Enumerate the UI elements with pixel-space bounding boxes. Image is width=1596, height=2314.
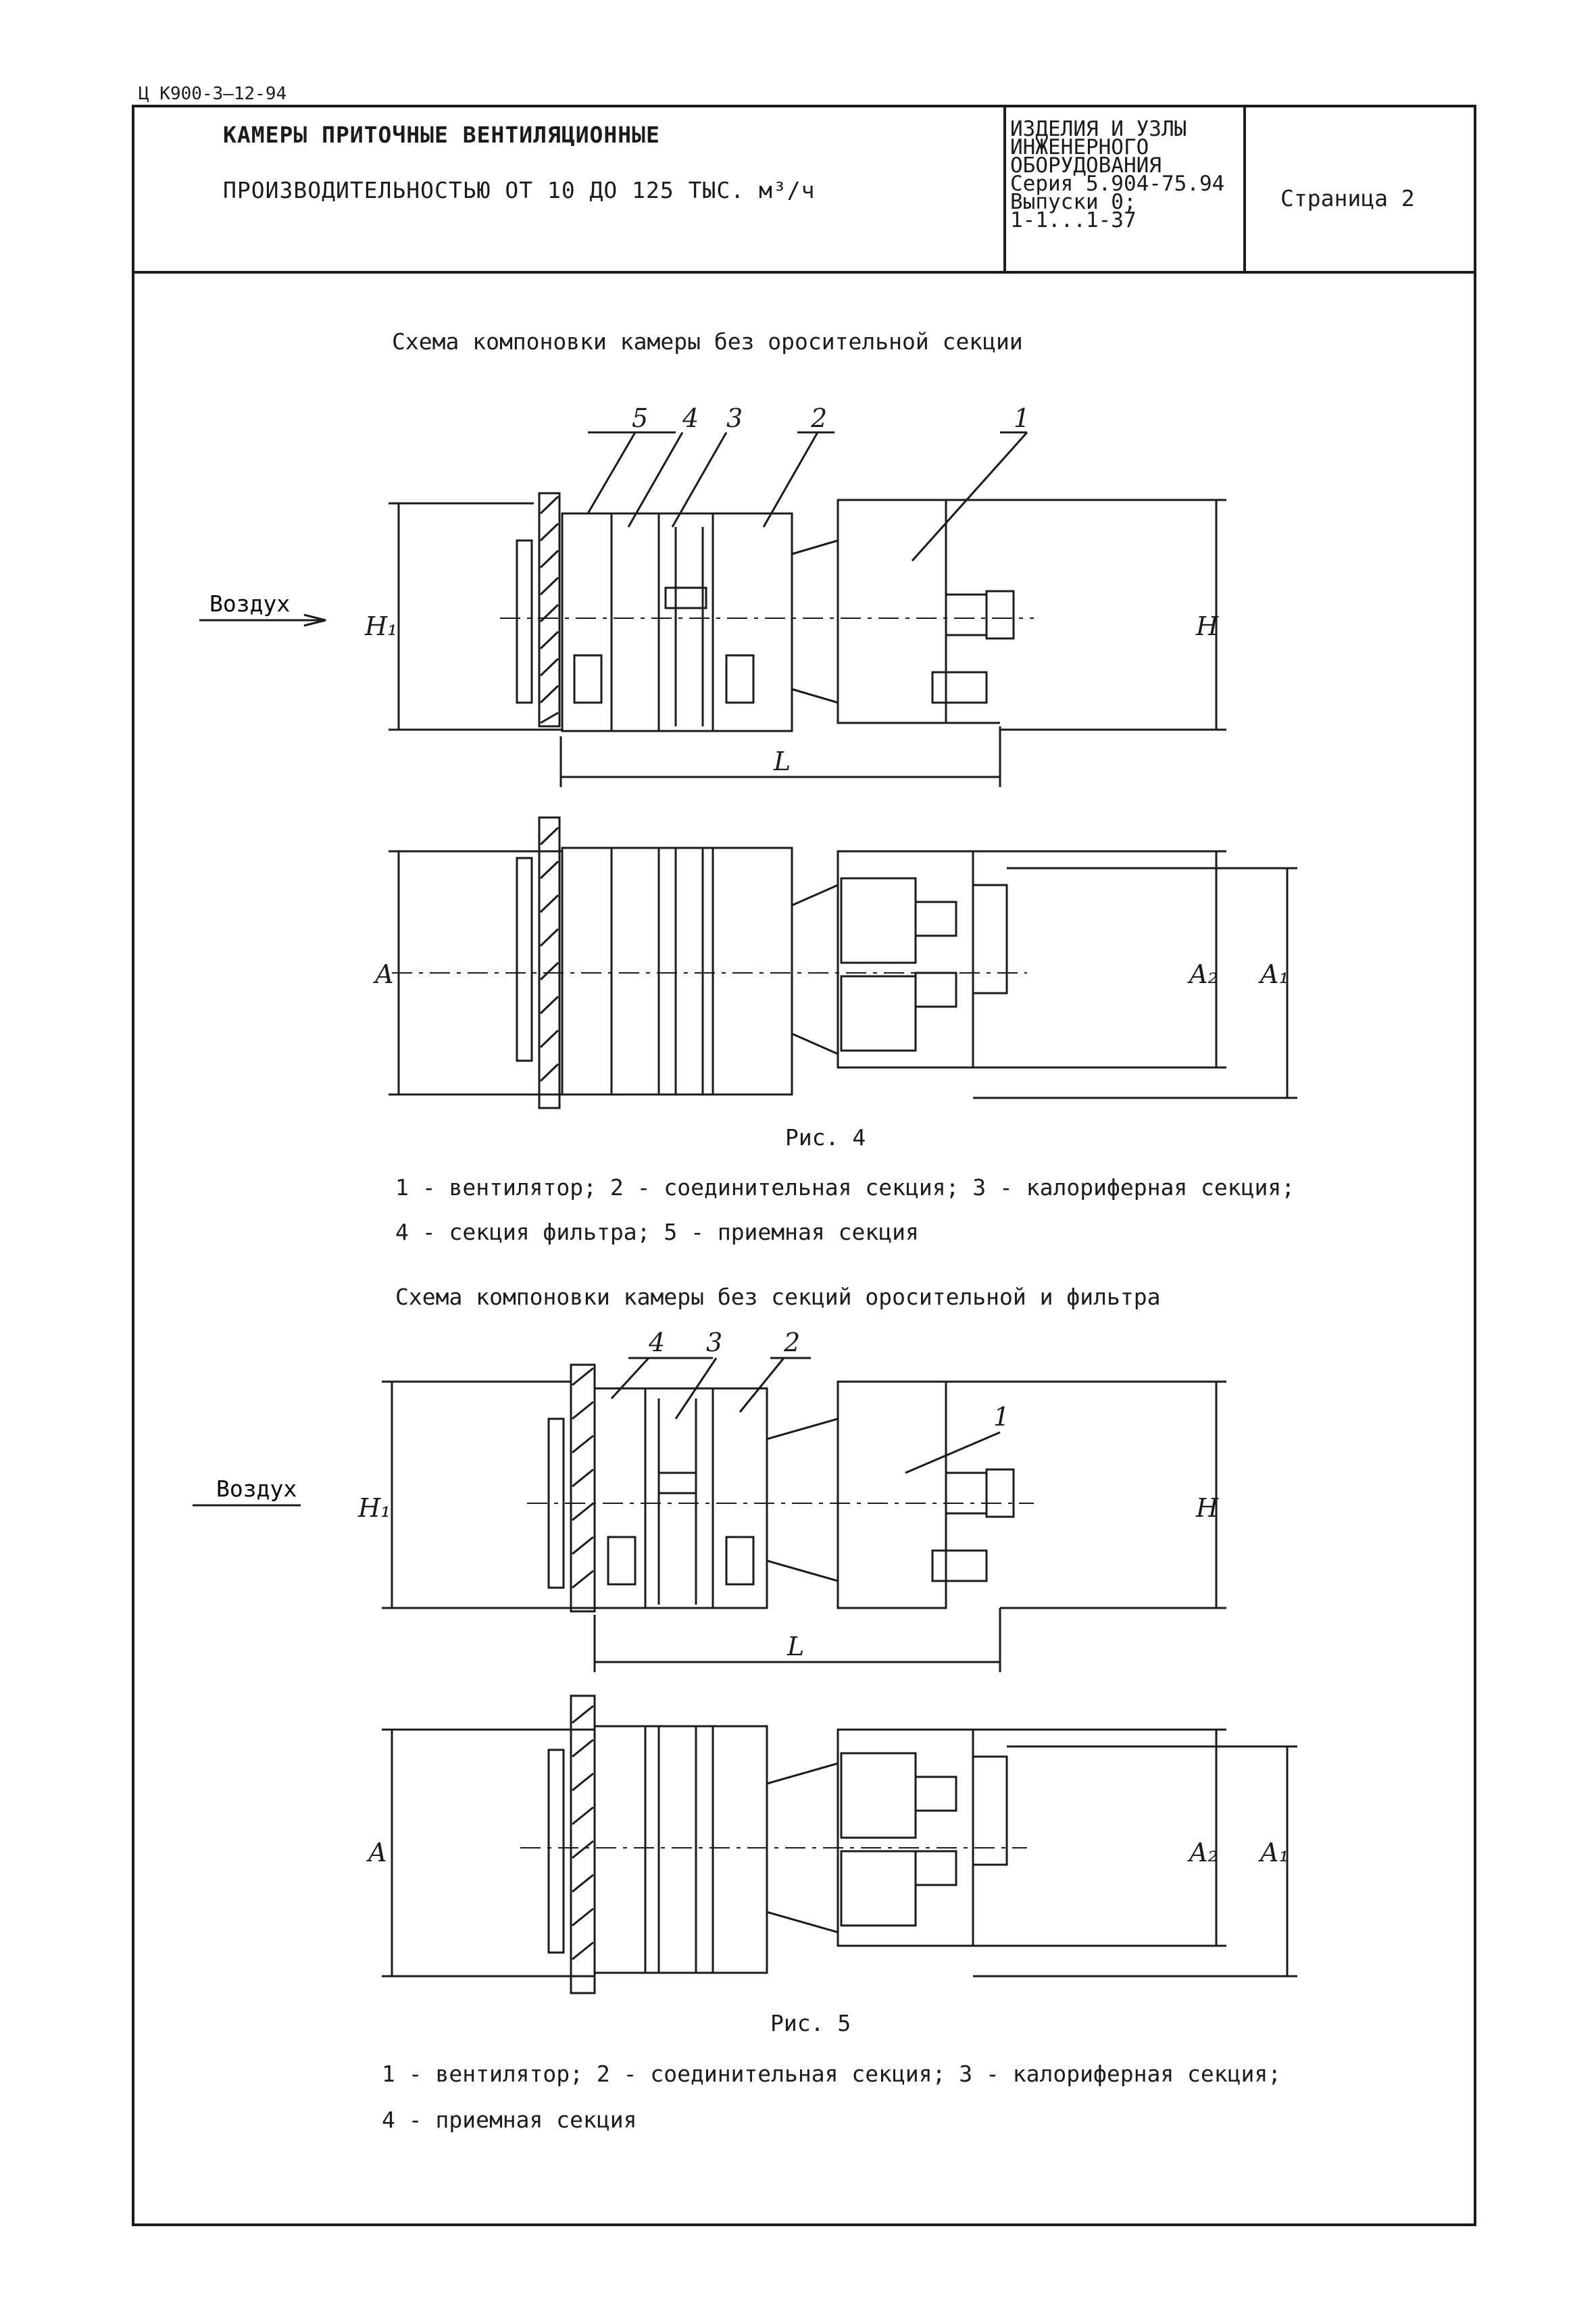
fig4-dim-h: H [1195,611,1219,641]
document-title-line2: ПРОИЗВОДИТЕЛЬНОСТЬЮ ОТ 10 ДО 125 ТЫС. м³… [223,177,816,203]
fig5-callout-4: 4 [648,1328,665,1357]
fig5-dim-h1: H₁ [357,1493,391,1523]
title-block-divider [1243,105,1246,274]
title-block-divider [1003,105,1006,274]
fig5-callout-2: 2 [783,1328,800,1357]
fig4-callout-2: 2 [810,403,827,433]
fig5-dim-h: H [1195,1493,1219,1523]
fig4-air-label: Воздух [209,590,290,617]
fig4-heading: Схема компоновки камеры без оросительной… [392,328,1023,355]
fig5-air-label: Воздух [216,1476,297,1502]
page-number: Страница 2 [1280,185,1415,211]
series-block: ИЗДЕЛИЯ И УЗЛЫ ИНЖЕНЕРНОГО ОБОРУДОВАНИЯ … [1010,117,1225,232]
document-code: Ц К900-3—12-94 [139,84,287,104]
fig5-dim-l: L [787,1632,804,1661]
fig5-dim-a1: A₁ [1258,1838,1289,1867]
title-block [132,105,1476,274]
fig4-dim-a2: A₂ [1187,959,1218,989]
fig4-legend-line1: 1 - вентилятор; 2 - соединительная секци… [395,1174,1295,1201]
fig4-callout-5: 5 [632,403,648,433]
fig4-callout-1: 1 [1014,403,1030,433]
fig5-dim-a2: A₂ [1187,1838,1218,1867]
fig4-dim-a1: A₁ [1258,959,1289,989]
fig4-dim-a: A [373,959,393,989]
fig5-callout-3: 3 [706,1328,722,1357]
fig4-legend-line2: 4 - секция фильтра; 5 - приемная секция [395,1219,919,1245]
fig5-legend-line1: 1 - вентилятор; 2 - соединительная секци… [382,2061,1282,2087]
fig5-dim-a: A [366,1838,386,1867]
fig4-dim-h1: H₁ [364,611,397,641]
document-title-line1: КАМЕРЫ ПРИТОЧНЫЕ ВЕНТИЛЯЦИОННЫЕ [223,122,660,148]
fig5-callout-1: 1 [993,1402,1009,1432]
fig4-dim-l: L [773,747,791,776]
fig5-heading: Схема компоновки камеры без секций ороси… [395,1284,1161,1310]
fig4-callout-3: 3 [726,403,743,433]
fig5-caption: Рис. 5 [770,2010,851,2036]
page-frame [132,105,1476,2226]
fig4-caption: Рис. 4 [785,1124,866,1151]
fig4-callout-4: 4 [682,403,699,433]
fig5-legend-line2: 4 - приемная секция [382,2107,637,2133]
